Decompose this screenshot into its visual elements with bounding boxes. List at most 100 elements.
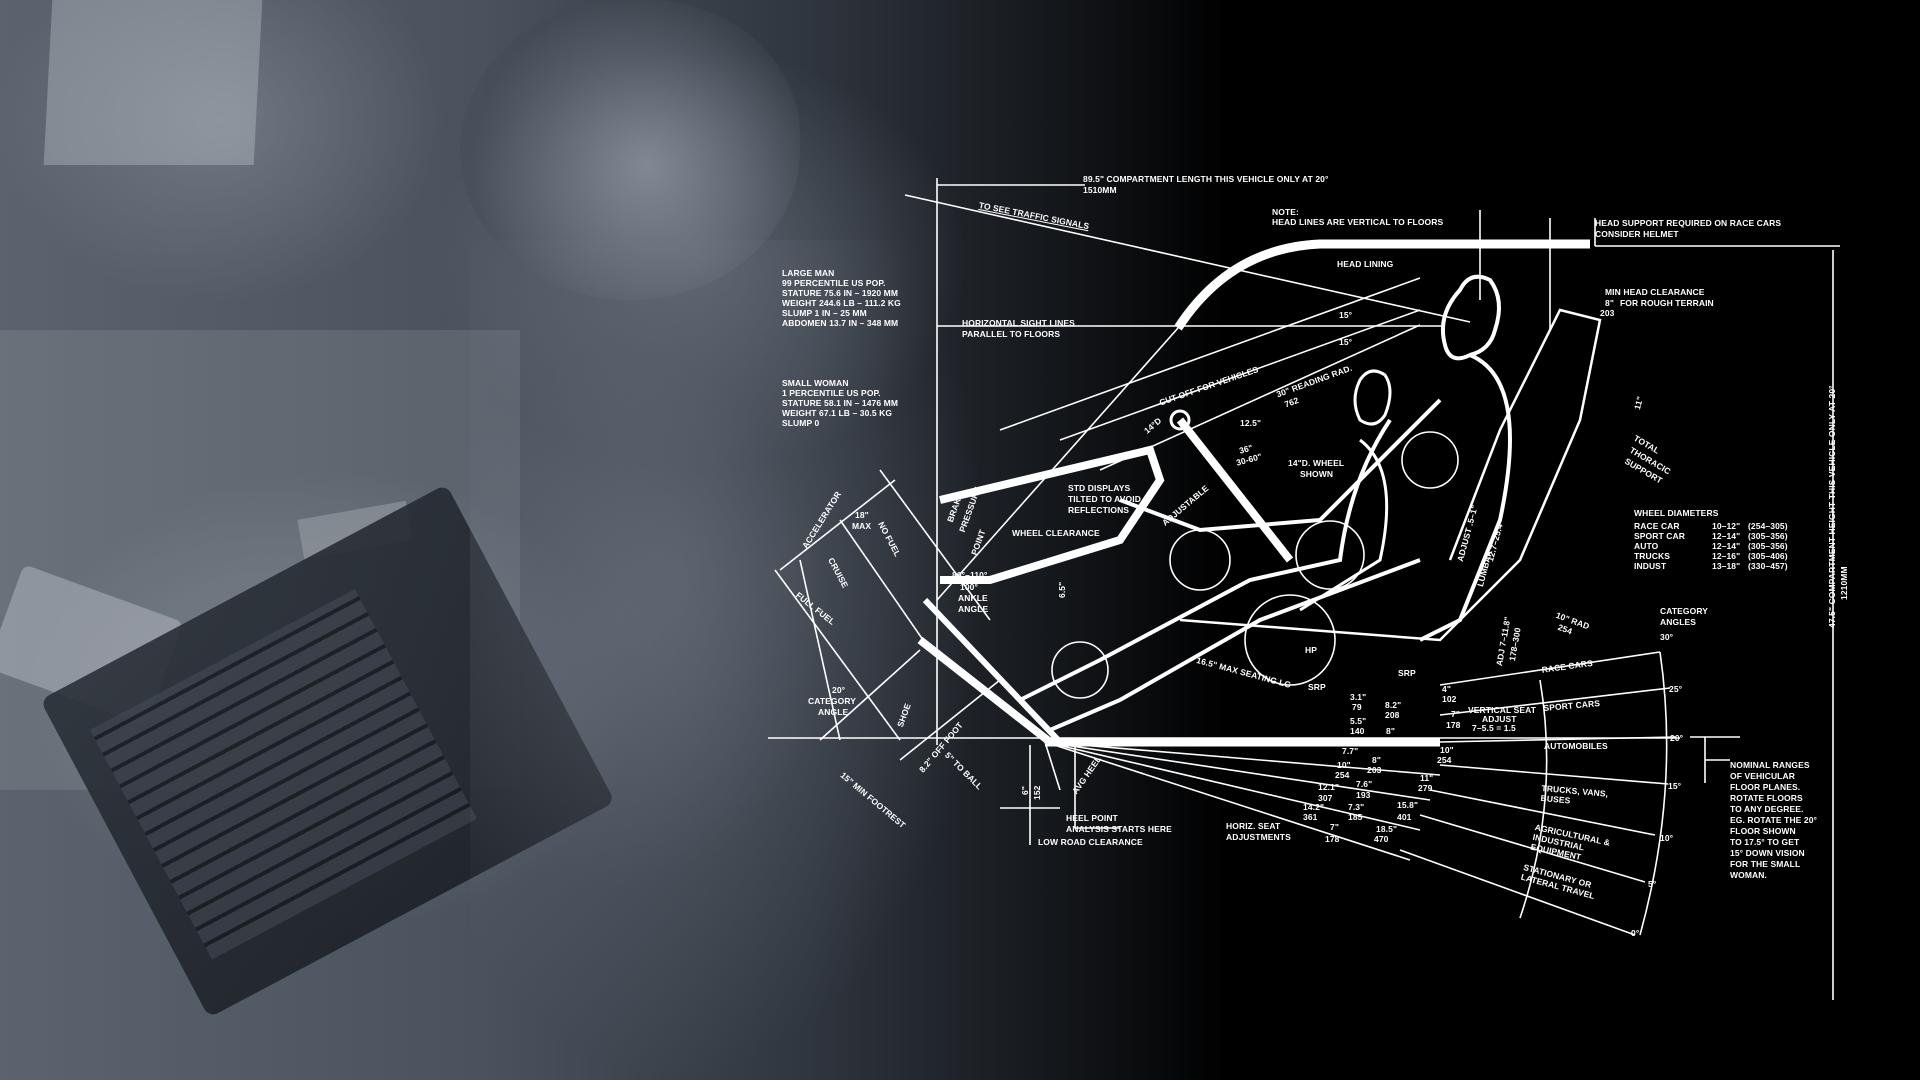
seat-dim: 8": [1386, 726, 1395, 736]
seat-dim-mm: 361: [1303, 812, 1318, 822]
wheel-type: AUTO: [1634, 541, 1659, 551]
seat-dim-mm: 208: [1385, 710, 1400, 720]
hp-point: HP: [1305, 645, 1318, 655]
sight-lines-label: HORIZONTAL SIGHT LINES: [962, 318, 1075, 328]
seat-dim-mm: 254: [1335, 770, 1350, 780]
small-woman-spec: SMALL WOMAN 1 PERCENTILE US POP. STATURE…: [782, 378, 898, 428]
engineer-coat: [470, 240, 990, 1080]
large-man-title: LARGE MAN: [782, 268, 835, 278]
wheel-diameter-row: RACE CAR 10–12" (254–305): [1634, 521, 1788, 531]
seat-dim-mm: 254: [1437, 755, 1452, 765]
seat-dim: 7.3": [1348, 802, 1365, 812]
compartment-length-mm: 1510mm: [1083, 185, 1117, 195]
note-title: NOTE:: [1272, 207, 1299, 217]
head-clearance-value: 8": [1605, 298, 1614, 308]
wheel-diameter-row: INDUST 13–18" (330–457): [1634, 561, 1788, 571]
head-clearance-terrain: FOR ROUGH TERRAIN: [1620, 298, 1714, 308]
vertical-seat-adjust: ADJUST: [1482, 714, 1517, 724]
wheel-size-mm: (305–356): [1748, 541, 1788, 551]
vertical-seat-label: VERTICAL SEAT: [1468, 705, 1537, 715]
sight-angle-up: 15°: [1339, 310, 1353, 320]
seat-dim-mm: 470: [1374, 834, 1389, 844]
seat-dim-mm: 178: [1446, 720, 1461, 730]
head-support-helmet: CONSIDER HELMET: [1595, 229, 1679, 239]
seat-dim: 18.5": [1376, 824, 1398, 834]
pedal-max: 18": [855, 510, 869, 520]
head-lining-label: HEAD LINING: [1337, 259, 1394, 269]
angle-tick-0: 0°: [1631, 928, 1640, 938]
large-man-line: STATURE 75.6 IN – 1920 mm: [782, 288, 899, 298]
head-clearance-mm: 203: [1600, 308, 1615, 318]
seat-dim: 3.1": [1350, 692, 1367, 702]
wheel-type: TRUCKS: [1634, 551, 1671, 561]
angle-tick-10: 10°: [1660, 833, 1674, 843]
wheel-size-in: 13–18": [1712, 561, 1741, 571]
head-clearance-label: MIN HEAD CLEARANCE: [1605, 287, 1705, 297]
srp-point: SRP: [1398, 668, 1416, 678]
road-clearance-in: 6": [1020, 786, 1030, 795]
wheel-diameter-row: SPORT CAR 12–14" (305–356): [1634, 531, 1788, 541]
pedal-max-label: MAX: [852, 521, 872, 531]
large-man-spec: LARGE MAN 99 PERCENTILE US POP. STATURE …: [782, 268, 901, 328]
angle-tick-5: 5°: [1648, 879, 1657, 889]
displays-label: STD DISPLAYS: [1068, 483, 1131, 493]
angle-tick-30: 30°: [1660, 632, 1674, 642]
road-clearance-mm: 152: [1032, 785, 1042, 800]
heel-point-analysis: ANALYSIS STARTS HERE: [1066, 824, 1172, 834]
wheel-height-dim: 12.5": [1240, 418, 1262, 428]
wheel-size-in: 10–12": [1712, 521, 1741, 531]
sight-lines-parallel: PARALLEL TO FLOORS: [962, 329, 1061, 339]
horiz-seat-label: HORIZ. SEAT: [1226, 821, 1281, 831]
small-woman-line: SLUMP 0: [782, 418, 820, 428]
large-man-line: SLUMP 1 IN – 25 mm: [782, 308, 867, 318]
seat-dim: 7.6": [1356, 779, 1373, 789]
wheel-diameter-row: TRUCKS 12–16" (305–406): [1634, 551, 1788, 561]
seat-dim: 5.5": [1350, 716, 1367, 726]
band-automobiles: AUTOMOBILES: [1544, 741, 1608, 751]
wheel-type: INDUST: [1634, 561, 1667, 571]
sight-angle-down: 15°: [1339, 337, 1353, 347]
low-road-clearance-label: LOW ROAD CLEARANCE: [1038, 837, 1143, 847]
seat-dim: 7.7": [1342, 746, 1359, 756]
large-man-line: 99 PERCENTILE US POP.: [782, 278, 886, 288]
seat-dim-mm: 140: [1350, 726, 1365, 736]
seat-dim: 12.1": [1318, 782, 1340, 792]
horiz-seat-adjustments: ADJUSTMENTS: [1226, 832, 1291, 842]
seat-dim: 7": [1451, 709, 1460, 719]
small-woman-title: SMALL WOMAN: [782, 378, 849, 388]
seat-dim: 10": [1440, 745, 1454, 755]
wheel-size-in: 12–16": [1712, 551, 1741, 561]
wheel-clearance-dim: 6.5": [1057, 581, 1067, 598]
wheel-diameter-row: AUTO 12–14" (305–356): [1634, 541, 1788, 551]
seat-dim-mm: 185: [1348, 812, 1363, 822]
wheel-size-in: 12–14": [1712, 531, 1741, 541]
ankle-angle-label: ANGLE: [958, 604, 989, 614]
seat-dim-mm: 102: [1442, 694, 1457, 704]
seat-dim: 11": [1420, 773, 1434, 783]
ankle-label: ANKLE: [958, 593, 988, 603]
seat-dim: 7": [1330, 822, 1339, 832]
wheel-diameters-title: WHEEL DIAMETERS: [1634, 508, 1719, 518]
large-man-line: ABDOMEN 13.7 IN – 348 mm: [782, 318, 899, 328]
angle-tick-15: 15°: [1668, 781, 1682, 791]
small-woman-line: 1 PERCENTILE US POP.: [782, 388, 881, 398]
category-angles-title: CATEGORY: [1660, 606, 1709, 616]
srp-point: SRP: [1308, 682, 1326, 692]
wheel-type: RACE CAR: [1634, 521, 1680, 531]
seat-dim-mm: 203: [1367, 765, 1382, 775]
category-angles-title2: ANGLES: [1660, 617, 1697, 627]
seat-dim: 8": [1372, 755, 1381, 765]
wheel-size-mm: (305–406): [1748, 551, 1788, 561]
angle-tick-25: 25°: [1669, 684, 1683, 694]
seat-dim-mm: 178: [1325, 834, 1340, 844]
seat-dim: 4": [1442, 684, 1451, 694]
ankle-nominal: 100°: [960, 582, 978, 592]
seat-dim: 14.2": [1303, 802, 1325, 812]
wheel-clearance-label: WHEEL CLEARANCE: [1012, 528, 1100, 538]
category-angle-label2: ANGLE: [818, 707, 849, 717]
angle-tick-20: 20°: [1670, 733, 1684, 743]
compartment-length-label: 89.5" COMPARTMENT LENGTH THIS VEHICLE ON…: [1083, 174, 1329, 184]
seat-dim-mm: 401: [1397, 812, 1412, 822]
